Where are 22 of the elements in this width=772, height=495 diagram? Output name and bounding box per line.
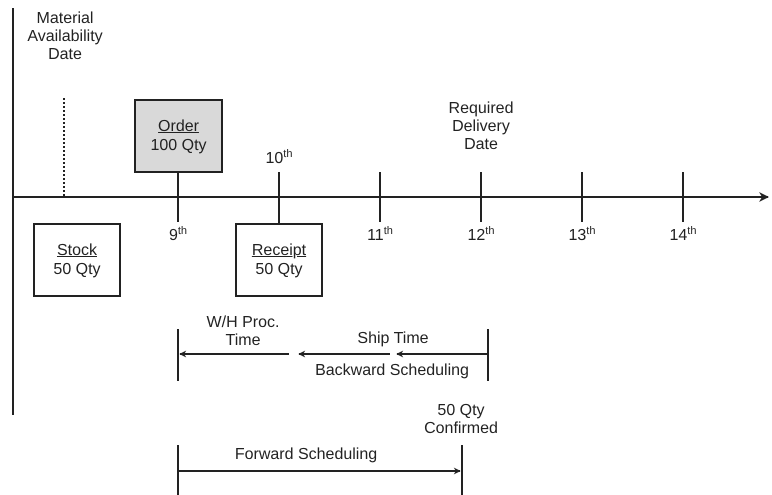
- date-label: Material Availability Date: [26, 10, 104, 64]
- scheduling-label: Backward Scheduling: [314, 362, 470, 380]
- quantity-text: 50 Qty: [53, 260, 101, 279]
- day-label: 11$^{th}$: [366, 227, 394, 245]
- stock-box: [33, 223, 121, 297]
- receipt-box: [235, 223, 323, 297]
- box-heading: Stock: [56, 241, 97, 260]
- scheduling-label: Forward Scheduling: [234, 446, 378, 464]
- day-label: 13$^{th}$: [568, 227, 596, 245]
- date-label: Required Delivery Date: [448, 100, 514, 154]
- box-heading: Order: [158, 117, 199, 136]
- day-label: 10$^{th}$: [264, 150, 294, 168]
- duration-label: Ship Time: [356, 330, 430, 348]
- quantity-text: 50 Qty: [255, 260, 303, 279]
- duration-label: W/H Proc. Time: [206, 314, 280, 350]
- day-label: 14$^{th}$: [668, 227, 698, 245]
- quantity-label: 50 Qty Confirmed: [423, 402, 499, 438]
- day-label: 12$^{th}$: [466, 227, 496, 245]
- quantity-text: 100 Qty: [150, 136, 207, 155]
- order-box: [134, 99, 223, 173]
- day-label: 9$^{th}$: [168, 227, 188, 245]
- box-heading: Receipt: [252, 241, 306, 260]
